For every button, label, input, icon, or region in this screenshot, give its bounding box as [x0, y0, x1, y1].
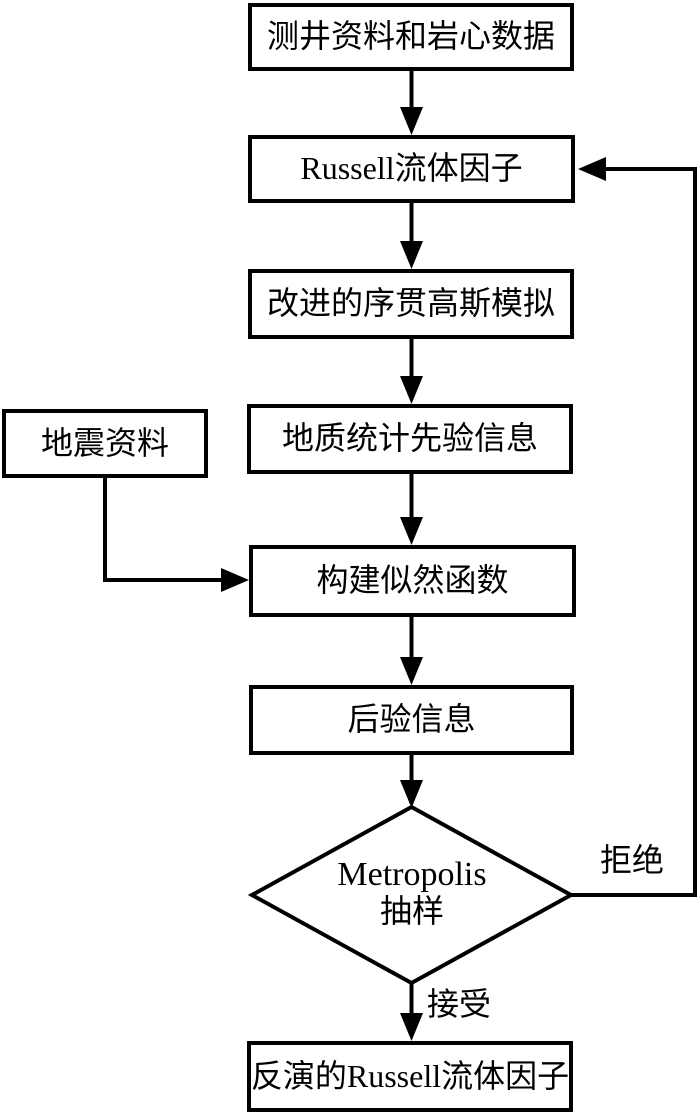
metropolis-label-line1: Metropolis	[337, 856, 487, 893]
node-geostat-prior-label: 地质统计先验信息	[281, 420, 538, 457]
arrowhead-down-4	[400, 517, 423, 545]
arrowhead-down-6	[400, 780, 423, 808]
edge-label-reject: 拒绝	[600, 842, 665, 878]
node-improved-sgs: 改进的序贯高斯模拟	[248, 269, 574, 339]
connector-lines	[103, 71, 697, 1016]
node-inverted-russell-label: 反演的Russell流体因子	[250, 1057, 570, 1094]
metropolis-label-line2: 抽样	[379, 893, 444, 930]
node-posterior: 后验信息	[249, 685, 574, 755]
node-well-core-data: 测井资料和岩心数据	[248, 3, 574, 71]
node-russell-fluid-factor-label: Russell流体因子	[300, 150, 523, 187]
arrowhead-down-7	[400, 1013, 423, 1041]
node-improved-sgs-label: 改进的序贯高斯模拟	[266, 285, 555, 322]
arrowheads	[221, 107, 606, 1041]
node-seismic-data: 地震资料	[2, 409, 208, 478]
node-geostat-prior: 地质统计先验信息	[247, 404, 573, 474]
node-posterior-label: 后验信息	[347, 701, 476, 738]
metropolis-diamond	[247, 804, 576, 986]
edge-label-accept: 接受	[427, 986, 492, 1022]
edge-seismic-to-likelihood	[103, 478, 224, 582]
arrowhead-down-1	[400, 107, 423, 135]
arrowhead-down-2	[400, 241, 423, 269]
node-metropolis-label: Metropolis 抽样	[252, 856, 572, 930]
arrowhead-down-5	[400, 657, 423, 685]
edge-reject-feedback	[571, 167, 697, 897]
node-seismic-data-label: 地震资料	[40, 424, 169, 461]
node-well-core-data-label: 测井资料和岩心数据	[266, 18, 555, 55]
node-likelihood-label: 构建似然函数	[316, 562, 509, 599]
node-russell-fluid-factor: Russell流体因子	[248, 135, 575, 203]
arrowhead-right-seismic	[221, 568, 249, 592]
node-inverted-russell: 反演的Russell流体因子	[247, 1041, 573, 1112]
node-likelihood: 构建似然函数	[249, 545, 576, 617]
arrowhead-down-3	[400, 376, 423, 404]
arrowhead-left-reject	[578, 157, 606, 181]
